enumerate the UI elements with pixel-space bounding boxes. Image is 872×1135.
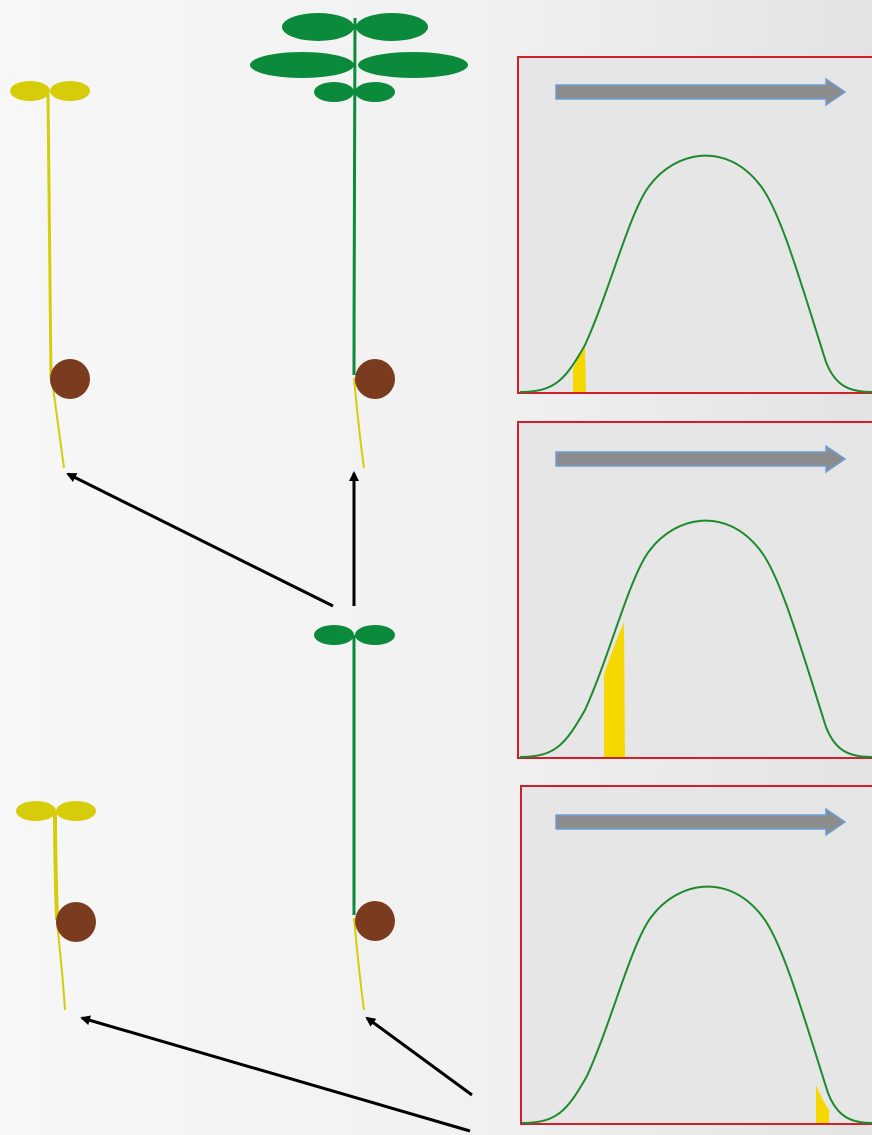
direction-arrow-icon	[555, 77, 847, 107]
panel-frame	[517, 56, 872, 394]
seed-icon	[355, 901, 395, 941]
distribution-curve	[519, 519, 872, 758]
cotyledon-left-icon	[10, 81, 50, 101]
distribution-curve	[519, 154, 872, 393]
green-seedling-rooted	[353, 901, 395, 1011]
seed-icon	[56, 902, 96, 942]
panel-frame	[517, 421, 872, 759]
leaf-icon	[358, 52, 468, 78]
panel-middle	[517, 421, 872, 759]
seed-icon	[355, 359, 395, 399]
hypocotyl	[53, 811, 59, 921]
stem	[352, 17, 357, 376]
pointer-arrow-icon	[365, 1016, 473, 1097]
distribution-curve	[521, 885, 872, 1124]
pointer-arrow-icon	[66, 472, 334, 608]
pointer-arrows	[66, 471, 473, 1133]
direction-arrow-icon	[555, 807, 847, 837]
green-plant-tall	[250, 13, 468, 469]
highlight-band	[573, 345, 586, 392]
panel-frame	[520, 785, 872, 1125]
cotyledon-right-icon	[56, 801, 96, 821]
leaf-icon	[355, 82, 395, 102]
leaf-icon	[356, 13, 428, 41]
cotyledon-left-icon	[16, 801, 56, 821]
leaf-icon	[250, 52, 354, 78]
green-seedling-young	[314, 625, 395, 915]
root	[353, 917, 365, 1011]
panel-bottom	[520, 785, 872, 1125]
hypocotyl	[46, 93, 53, 379]
cotyledon-right-icon	[355, 625, 395, 645]
highlight-band	[604, 622, 625, 757]
leaf-icon	[282, 13, 354, 41]
root	[353, 377, 365, 469]
yellow-seedling-tall	[10, 81, 90, 469]
yellow-seedling-short	[16, 801, 96, 1011]
leaf-icon	[314, 82, 354, 102]
panel-top	[517, 56, 872, 394]
direction-arrow-icon	[555, 444, 847, 474]
seed-icon	[50, 359, 90, 399]
cotyledon-left-icon	[314, 625, 354, 645]
highlight-band	[816, 1085, 829, 1123]
cotyledon-right-icon	[50, 81, 90, 101]
pointer-arrow-icon	[80, 1015, 471, 1133]
